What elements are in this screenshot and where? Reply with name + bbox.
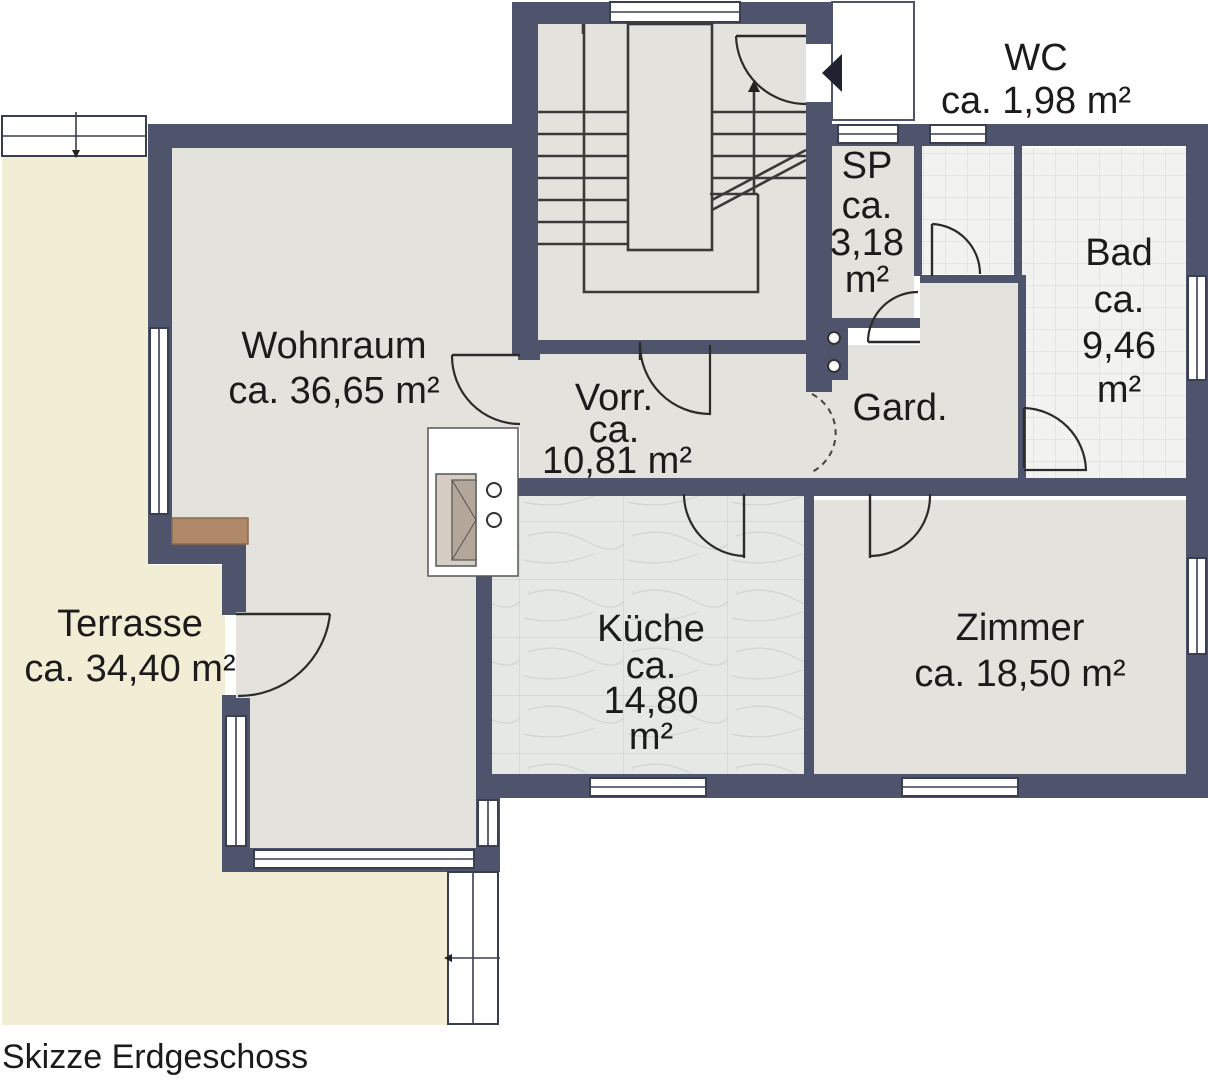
doors	[236, 34, 1088, 698]
room-labels: WC ca. 1,98 m² SP ca. 3,18 m² Bad ca. 9,…	[24, 37, 1156, 758]
bad-area-3: m²	[1097, 369, 1141, 411]
entrance-area	[831, 1, 915, 121]
wohnraum-name: Wohnraum	[241, 325, 426, 367]
vorr-area-1: ca.	[589, 409, 640, 451]
vorr-name: Vorr.	[575, 377, 653, 419]
terrasse-name: Terrasse	[57, 603, 203, 645]
zimmer-name: Zimmer	[956, 607, 1085, 649]
kueche-area-1: ca.	[626, 645, 677, 687]
zimmer-floor	[812, 500, 1186, 774]
kueche-name: Küche	[597, 608, 705, 650]
bad-floor	[1022, 148, 1186, 478]
kueche-area-3: m²	[629, 716, 673, 758]
sp-name: SP	[842, 145, 893, 187]
windows	[1, 1, 1207, 1025]
wohnraum-floor	[172, 148, 540, 848]
fixtures	[171, 54, 842, 577]
wohnraum-area: ca. 36,65 m²	[228, 370, 439, 412]
kitchen-floor	[492, 496, 804, 774]
gard-name: Gard.	[852, 387, 947, 429]
vorraum-floor	[520, 352, 808, 478]
kueche-area-2: 14,80	[603, 680, 698, 722]
terrasse-area: ca. 34,40 m²	[24, 648, 235, 690]
bad-area-1: ca.	[1094, 279, 1145, 321]
zimmer-area: ca. 18,50 m²	[914, 653, 1125, 695]
bad-area-2: 9,46	[1082, 325, 1156, 367]
sp-area-1: ca.	[842, 185, 893, 227]
sp-area-2: 3,18	[830, 222, 904, 264]
entrance-arrow-icon	[822, 54, 842, 92]
garderobe-floor	[808, 275, 1018, 478]
wc-area: ca. 1,98 m²	[941, 80, 1131, 122]
wc-name: WC	[1004, 37, 1067, 79]
stairwell-floor	[538, 24, 806, 342]
sp-floor	[822, 146, 914, 318]
bad-name: Bad	[1085, 232, 1153, 274]
sp-area-3: m²	[845, 259, 889, 301]
staircase	[538, 22, 807, 294]
plan-caption: Skizze Erdgeschoss	[2, 1038, 308, 1076]
fireplace-icon	[171, 517, 249, 545]
vorr-area-2: 10,81 m²	[542, 440, 692, 482]
wc-floor	[922, 146, 1014, 274]
